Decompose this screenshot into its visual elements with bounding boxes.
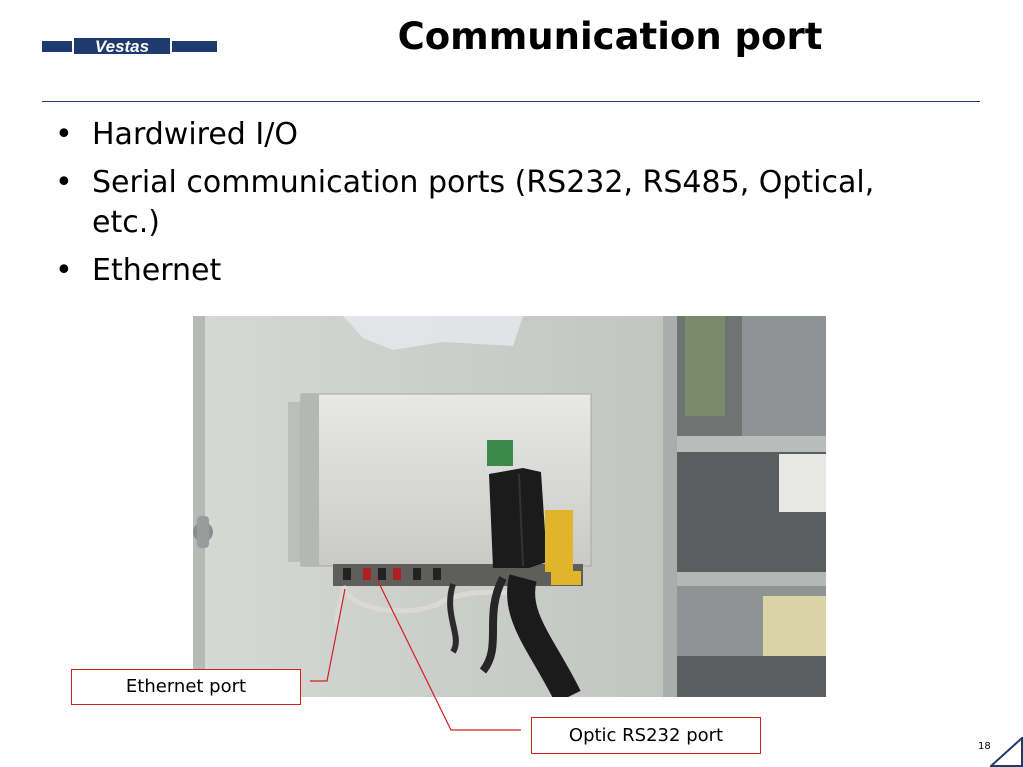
bullet-icon: • <box>55 253 73 288</box>
optic-rs232-port-callout: Optic RS232 port <box>531 717 761 754</box>
bullet-text: Serial communication ports (RS232, RS485… <box>92 165 875 240</box>
bullet-text: Hardwired I/O <box>92 117 298 152</box>
bullet-item: • Hardwired I/O <box>55 115 895 155</box>
page-title: Communication port <box>397 15 823 58</box>
corner-triangle-icon <box>990 737 1023 767</box>
bullet-icon: • <box>55 117 73 152</box>
logo-text: Vestas <box>95 37 149 56</box>
bullet-text: Ethernet <box>92 253 222 288</box>
bullet-item: • Serial communication ports (RS232, RS48… <box>55 163 895 243</box>
vestas-logo: Vestas <box>42 36 217 56</box>
bullet-list: • Hardwired I/O • Serial communication por… <box>55 115 895 299</box>
page-number: 18 <box>978 741 991 752</box>
header-divider <box>42 101 980 102</box>
bullet-icon: • <box>55 165 73 200</box>
ethernet-port-callout: Ethernet port <box>71 669 301 705</box>
bullet-item: • Ethernet <box>55 251 895 291</box>
cabinet-photo <box>193 316 826 697</box>
